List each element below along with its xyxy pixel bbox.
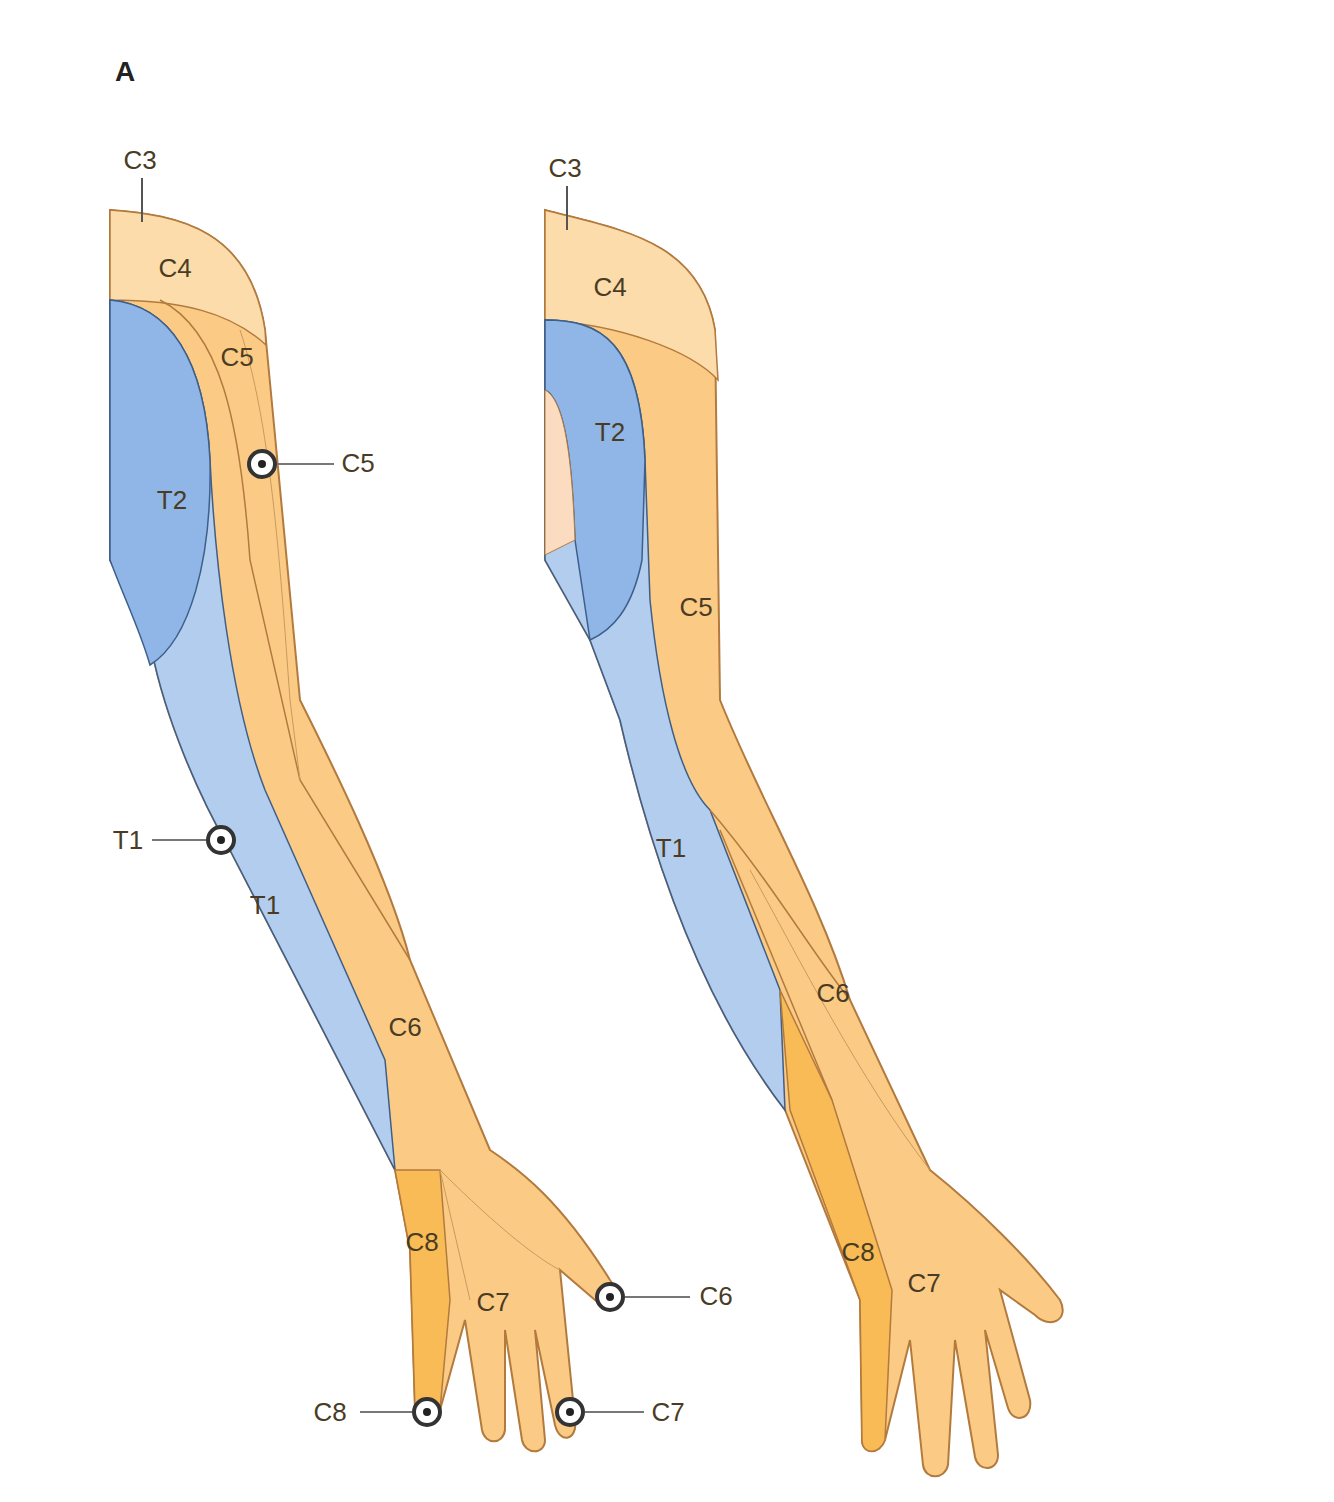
dermatome-label: C3 (123, 147, 156, 173)
dermatome-label: C7 (476, 1289, 509, 1315)
dermatome-label: C8 (841, 1239, 874, 1265)
dermatome-label: T2 (595, 419, 625, 445)
dermatome-label: C6 (699, 1283, 732, 1309)
dermatome-label: C6 (816, 980, 849, 1006)
dermatome-label: C7 (651, 1399, 684, 1425)
dermatome-label: C4 (593, 274, 626, 300)
panel-letter: A (115, 58, 135, 86)
dermatome-label: C8 (313, 1399, 346, 1425)
dermatome-label: T2 (157, 487, 187, 513)
dermatome-label: C7 (907, 1270, 940, 1296)
dermatome-label: C8 (405, 1229, 438, 1255)
dermatome-label: T1 (113, 827, 143, 853)
dermatome-label: C5 (341, 450, 374, 476)
dermatome-label: C5 (679, 594, 712, 620)
dermatome-label: C4 (158, 255, 191, 281)
dermatome-label: C3 (548, 155, 581, 181)
dermatome-label: C6 (388, 1014, 421, 1040)
dermatome-label: T1 (656, 835, 686, 861)
dermatome-label: T1 (250, 892, 280, 918)
dermatome-label: C5 (220, 344, 253, 370)
